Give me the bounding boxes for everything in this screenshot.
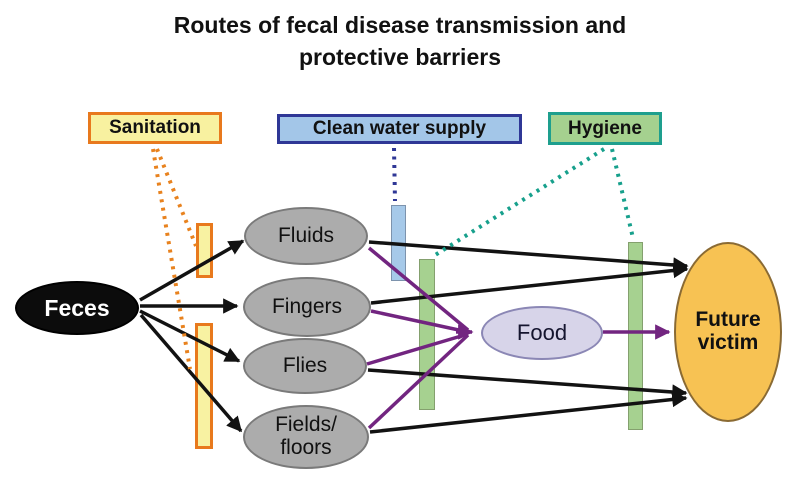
hygiene-barrier-right (628, 242, 643, 430)
flies-node-label: Flies (282, 353, 328, 377)
edge-feces-to-fluids (139, 239, 245, 302)
fluids-node: Fluids (244, 207, 368, 265)
flies-node: Flies (243, 338, 367, 394)
fingers-node-label: Fingers (271, 294, 343, 318)
fluids-node-label: Fluids (277, 223, 335, 247)
dotted-cleanwater-to-bar (392, 147, 397, 202)
edge-feces-to-flies (139, 309, 241, 363)
dotted-hygiene-to-right-bar (610, 148, 635, 239)
edge-fluids-to-victim (368, 240, 689, 273)
dotted-sanitation-to-upper-bar (155, 148, 198, 247)
edge-feces-to-fields (139, 313, 243, 433)
food-node-label: Food (516, 320, 568, 346)
fields-floors-node: Fields/ floors (243, 405, 369, 469)
edge-fields-to-food (367, 333, 470, 430)
sanitation-box-label: Sanitation (109, 117, 201, 138)
edge-flies-to-victim (367, 368, 688, 400)
dotted-sanitation-to-lower-bar (151, 148, 192, 370)
sanitation-box: Sanitation (88, 112, 222, 144)
fingers-node: Fingers (243, 277, 371, 337)
feces-node-label: Feces (44, 294, 110, 321)
hygiene-box-label: Hygiene (568, 117, 642, 139)
hygiene-box: Hygiene (548, 112, 662, 145)
edge-fluids-to-food (367, 246, 470, 332)
edge-lines-group (139, 147, 689, 434)
future-victim-node: Future victim (674, 242, 782, 422)
edge-fingers-to-food (370, 309, 469, 334)
edge-fingers-to-victim (370, 262, 689, 305)
diagram-title: Routes of fecal disease transmission and… (173, 12, 627, 70)
dotted-hygiene-to-middle-bar (430, 147, 606, 259)
feces-node: Feces (15, 281, 139, 335)
edge-fields-to-victim (369, 391, 688, 434)
clean-water-supply-box: Clean water supply (277, 114, 522, 144)
food-node: Food (481, 306, 603, 360)
edge-flies-to-food (366, 332, 469, 366)
fields-floors-node-label: Fields/ floors (275, 413, 337, 459)
clean-water-supply-box-label: Clean water supply (312, 118, 487, 139)
future-victim-node-label: Future victim (695, 308, 761, 354)
